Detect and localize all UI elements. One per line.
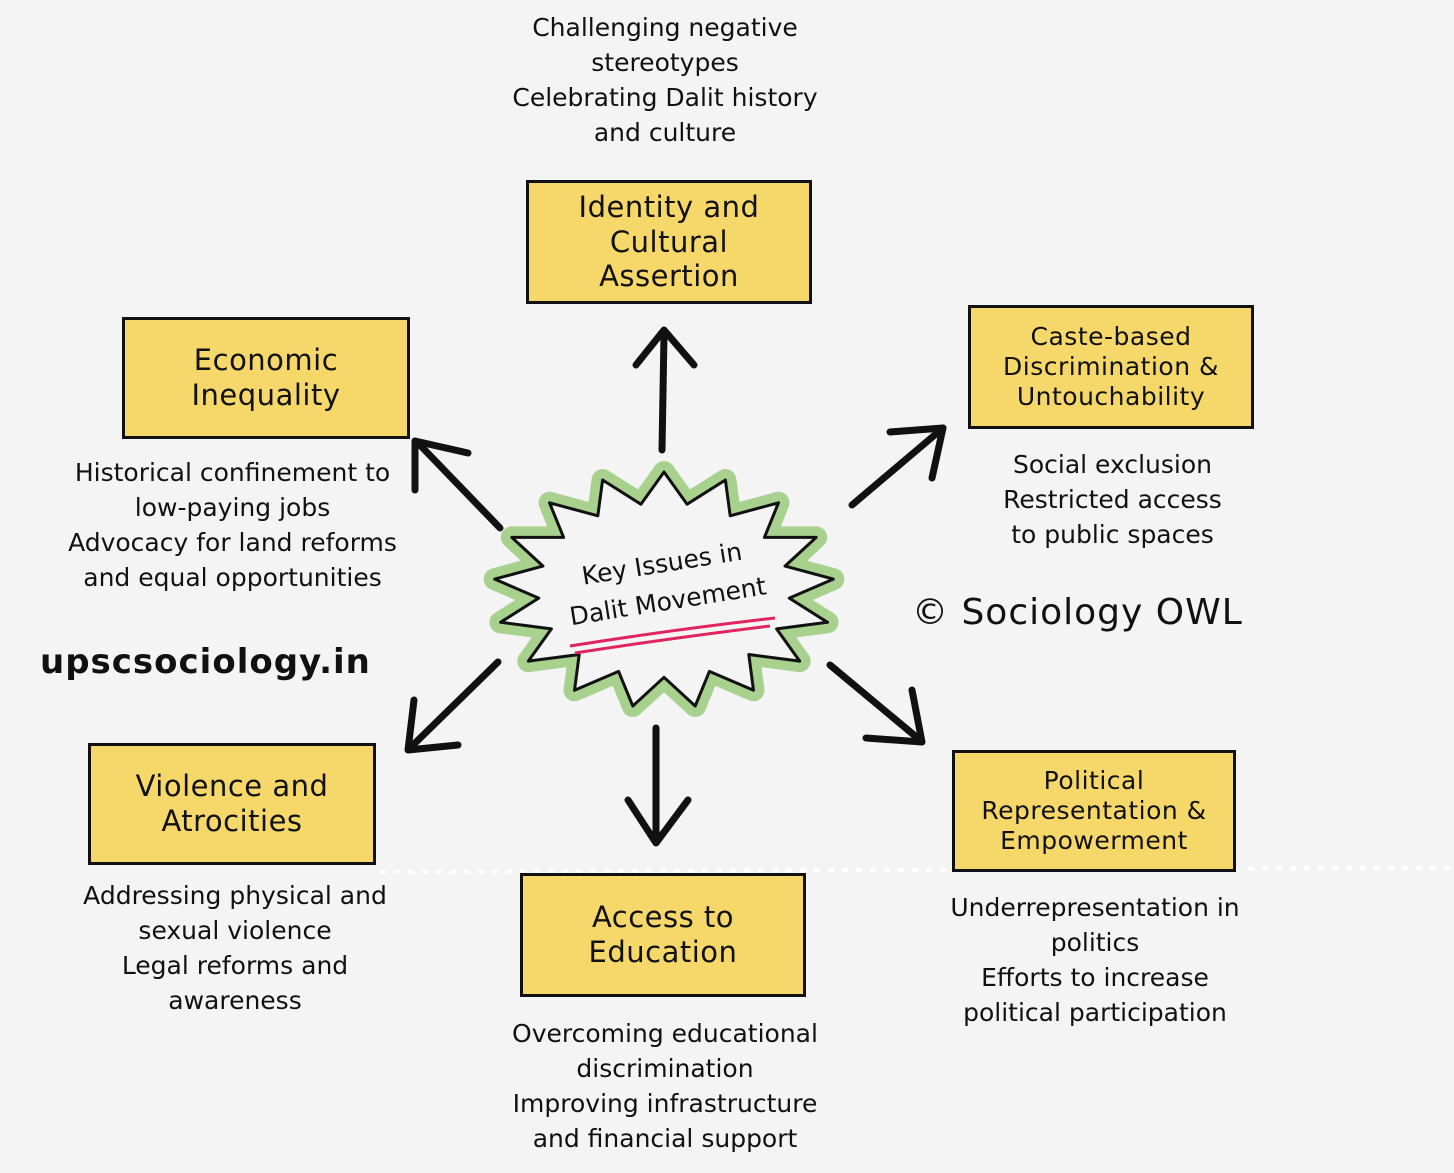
political-note-3: Efforts to increase bbox=[981, 963, 1209, 992]
arrow-political bbox=[826, 661, 926, 746]
caste-title-1: Caste-based bbox=[1030, 322, 1192, 351]
political-note-4: political participation bbox=[963, 998, 1227, 1027]
education-title-2: Education bbox=[588, 935, 738, 969]
arrow-violence bbox=[404, 658, 502, 754]
caste-box: Caste-based Discrimination & Untouchabil… bbox=[968, 305, 1254, 429]
economic-note-3: Advocacy for land reforms bbox=[68, 528, 397, 557]
economic-title-2: Inequality bbox=[191, 378, 341, 412]
arrow-identity bbox=[632, 326, 698, 454]
violence-note-3: Legal reforms and bbox=[121, 951, 349, 980]
education-notes: Overcoming educational discrimination Im… bbox=[475, 1016, 855, 1156]
violence-title-1: Violence and bbox=[135, 769, 329, 804]
economic-notes: Historical confinement to low-paying job… bbox=[25, 455, 440, 595]
center-burst bbox=[493, 470, 835, 708]
dotted-guide-line bbox=[379, 866, 1454, 874]
center-underline-2 bbox=[574, 624, 771, 655]
center-underline bbox=[569, 616, 776, 648]
economic-note-4: and equal opportunities bbox=[83, 563, 382, 592]
arrow-education bbox=[624, 724, 692, 847]
identity-title-3: Assertion bbox=[599, 259, 739, 294]
identity-title-2: Cultural bbox=[609, 224, 729, 259]
copyright-watermark: © Sociology OWL bbox=[912, 592, 1243, 633]
violence-note-2: sexual violence bbox=[138, 916, 332, 945]
political-title-2: Representation & bbox=[981, 796, 1207, 825]
caste-title-3: Untouchability bbox=[1016, 382, 1206, 411]
economic-note-1: Historical confinement to bbox=[74, 458, 391, 487]
violence-title-2: Atrocities bbox=[161, 804, 303, 838]
identity-note-3: Celebrating Dalit history bbox=[512, 83, 818, 112]
economic-note-2: low-paying jobs bbox=[134, 493, 331, 522]
violence-note-4: awareness bbox=[168, 986, 302, 1015]
identity-note-4: and culture bbox=[593, 118, 737, 147]
arrow-economic bbox=[411, 437, 504, 532]
identity-note-2: stereotypes bbox=[591, 48, 739, 77]
identity-box: Identity and Cultural Assertion bbox=[526, 180, 812, 304]
violence-note-1: Addressing physical and bbox=[83, 881, 387, 910]
violence-notes: Addressing physical and sexual violence … bbox=[40, 878, 430, 1018]
site-watermark: upscsociology.in bbox=[40, 642, 371, 682]
political-title-3: Empowerment bbox=[1000, 826, 1188, 855]
caste-note-3: to public spaces bbox=[1011, 520, 1214, 549]
education-box: Access to Education bbox=[520, 873, 806, 997]
identity-title-1: Identity and bbox=[578, 189, 760, 224]
caste-title-2: Discrimination & bbox=[1003, 352, 1219, 381]
political-note-2: politics bbox=[1050, 928, 1140, 957]
education-title-1: Access to bbox=[591, 900, 735, 935]
education-note-2: discrimination bbox=[576, 1054, 754, 1083]
education-note-4: and financial support bbox=[532, 1124, 798, 1153]
political-title-1: Political bbox=[1043, 766, 1145, 795]
violence-box: Violence and Atrocities bbox=[88, 743, 376, 865]
political-box: Political Representation & Empowerment bbox=[952, 750, 1236, 872]
identity-notes: Challenging negative stereotypes Celebra… bbox=[470, 10, 860, 150]
economic-title-1: Economic bbox=[193, 343, 339, 378]
economic-box: Economic Inequality bbox=[122, 317, 410, 439]
political-notes: Underrepresentation in politics Efforts … bbox=[915, 890, 1275, 1030]
education-note-3: Improving infrastructure bbox=[512, 1089, 818, 1118]
arrow-caste bbox=[848, 424, 947, 509]
caste-notes: Social exclusion Restricted access to pu… bbox=[960, 447, 1265, 552]
education-note-1: Overcoming educational bbox=[512, 1019, 818, 1048]
caste-note-1: Social exclusion bbox=[1012, 450, 1212, 479]
caste-note-2: Restricted access bbox=[1003, 485, 1222, 514]
political-note-1: Underrepresentation in bbox=[950, 893, 1240, 922]
identity-note-1: Challenging negative bbox=[532, 13, 798, 42]
